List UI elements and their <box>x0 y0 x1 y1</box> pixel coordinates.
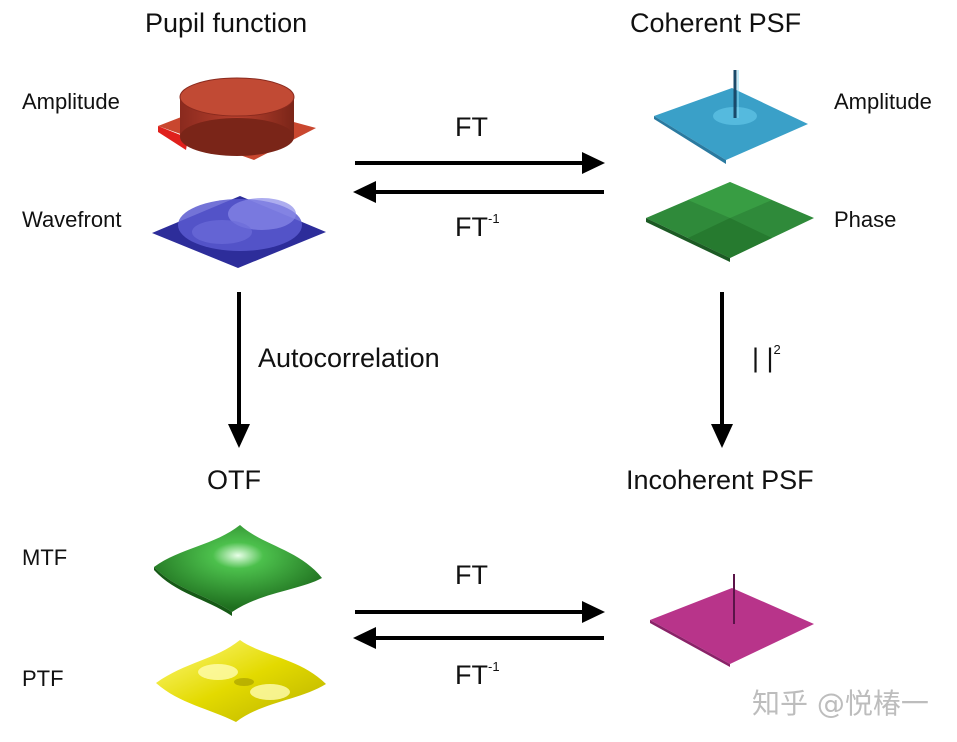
incoherent-psf-heading: Incoherent PSF <box>626 465 814 495</box>
modulus-squared-arrow <box>711 292 733 448</box>
ft-arrow-bottom <box>355 601 605 623</box>
coherent-psf-heading: Coherent PSF <box>630 8 802 38</box>
wavefront-surface-icon <box>152 196 326 268</box>
ift-bottom-label: FT-1 <box>455 659 500 690</box>
mtf-surface-icon <box>154 525 322 616</box>
psf-amplitude-label: Amplitude <box>834 89 932 114</box>
pupil-function-heading: Pupil function <box>145 8 308 38</box>
pupil-amplitude-label: Amplitude <box>22 89 120 114</box>
otf-heading: OTF <box>207 465 261 495</box>
incoherent-psf-surface-icon <box>650 574 814 667</box>
autocorrelation-arrow <box>228 292 250 448</box>
autocorrelation-label: Autocorrelation <box>258 343 440 373</box>
mtf-label: MTF <box>22 545 68 570</box>
modulus-squared-label: | |2 <box>752 342 781 373</box>
ft-bottom-label: FT <box>455 560 488 590</box>
watermark: 知乎 @悦椿一 <box>752 687 929 720</box>
psf-phase-label: Phase <box>834 207 897 232</box>
pupil-wavefront-label: Wavefront <box>22 207 122 232</box>
ift-arrow-bottom <box>353 627 604 649</box>
ift-top-label: FT-1 <box>455 211 500 242</box>
psf-phase-surface-icon <box>646 182 814 262</box>
ft-arrow-top <box>355 152 605 174</box>
psf-amplitude-surface-icon <box>654 70 808 164</box>
cylinder-surface-icon <box>158 77 316 160</box>
ptf-surface-icon <box>156 640 326 722</box>
ptf-label: PTF <box>22 666 64 691</box>
ft-top-label: FT <box>455 112 488 142</box>
ift-arrow-top <box>353 181 604 203</box>
